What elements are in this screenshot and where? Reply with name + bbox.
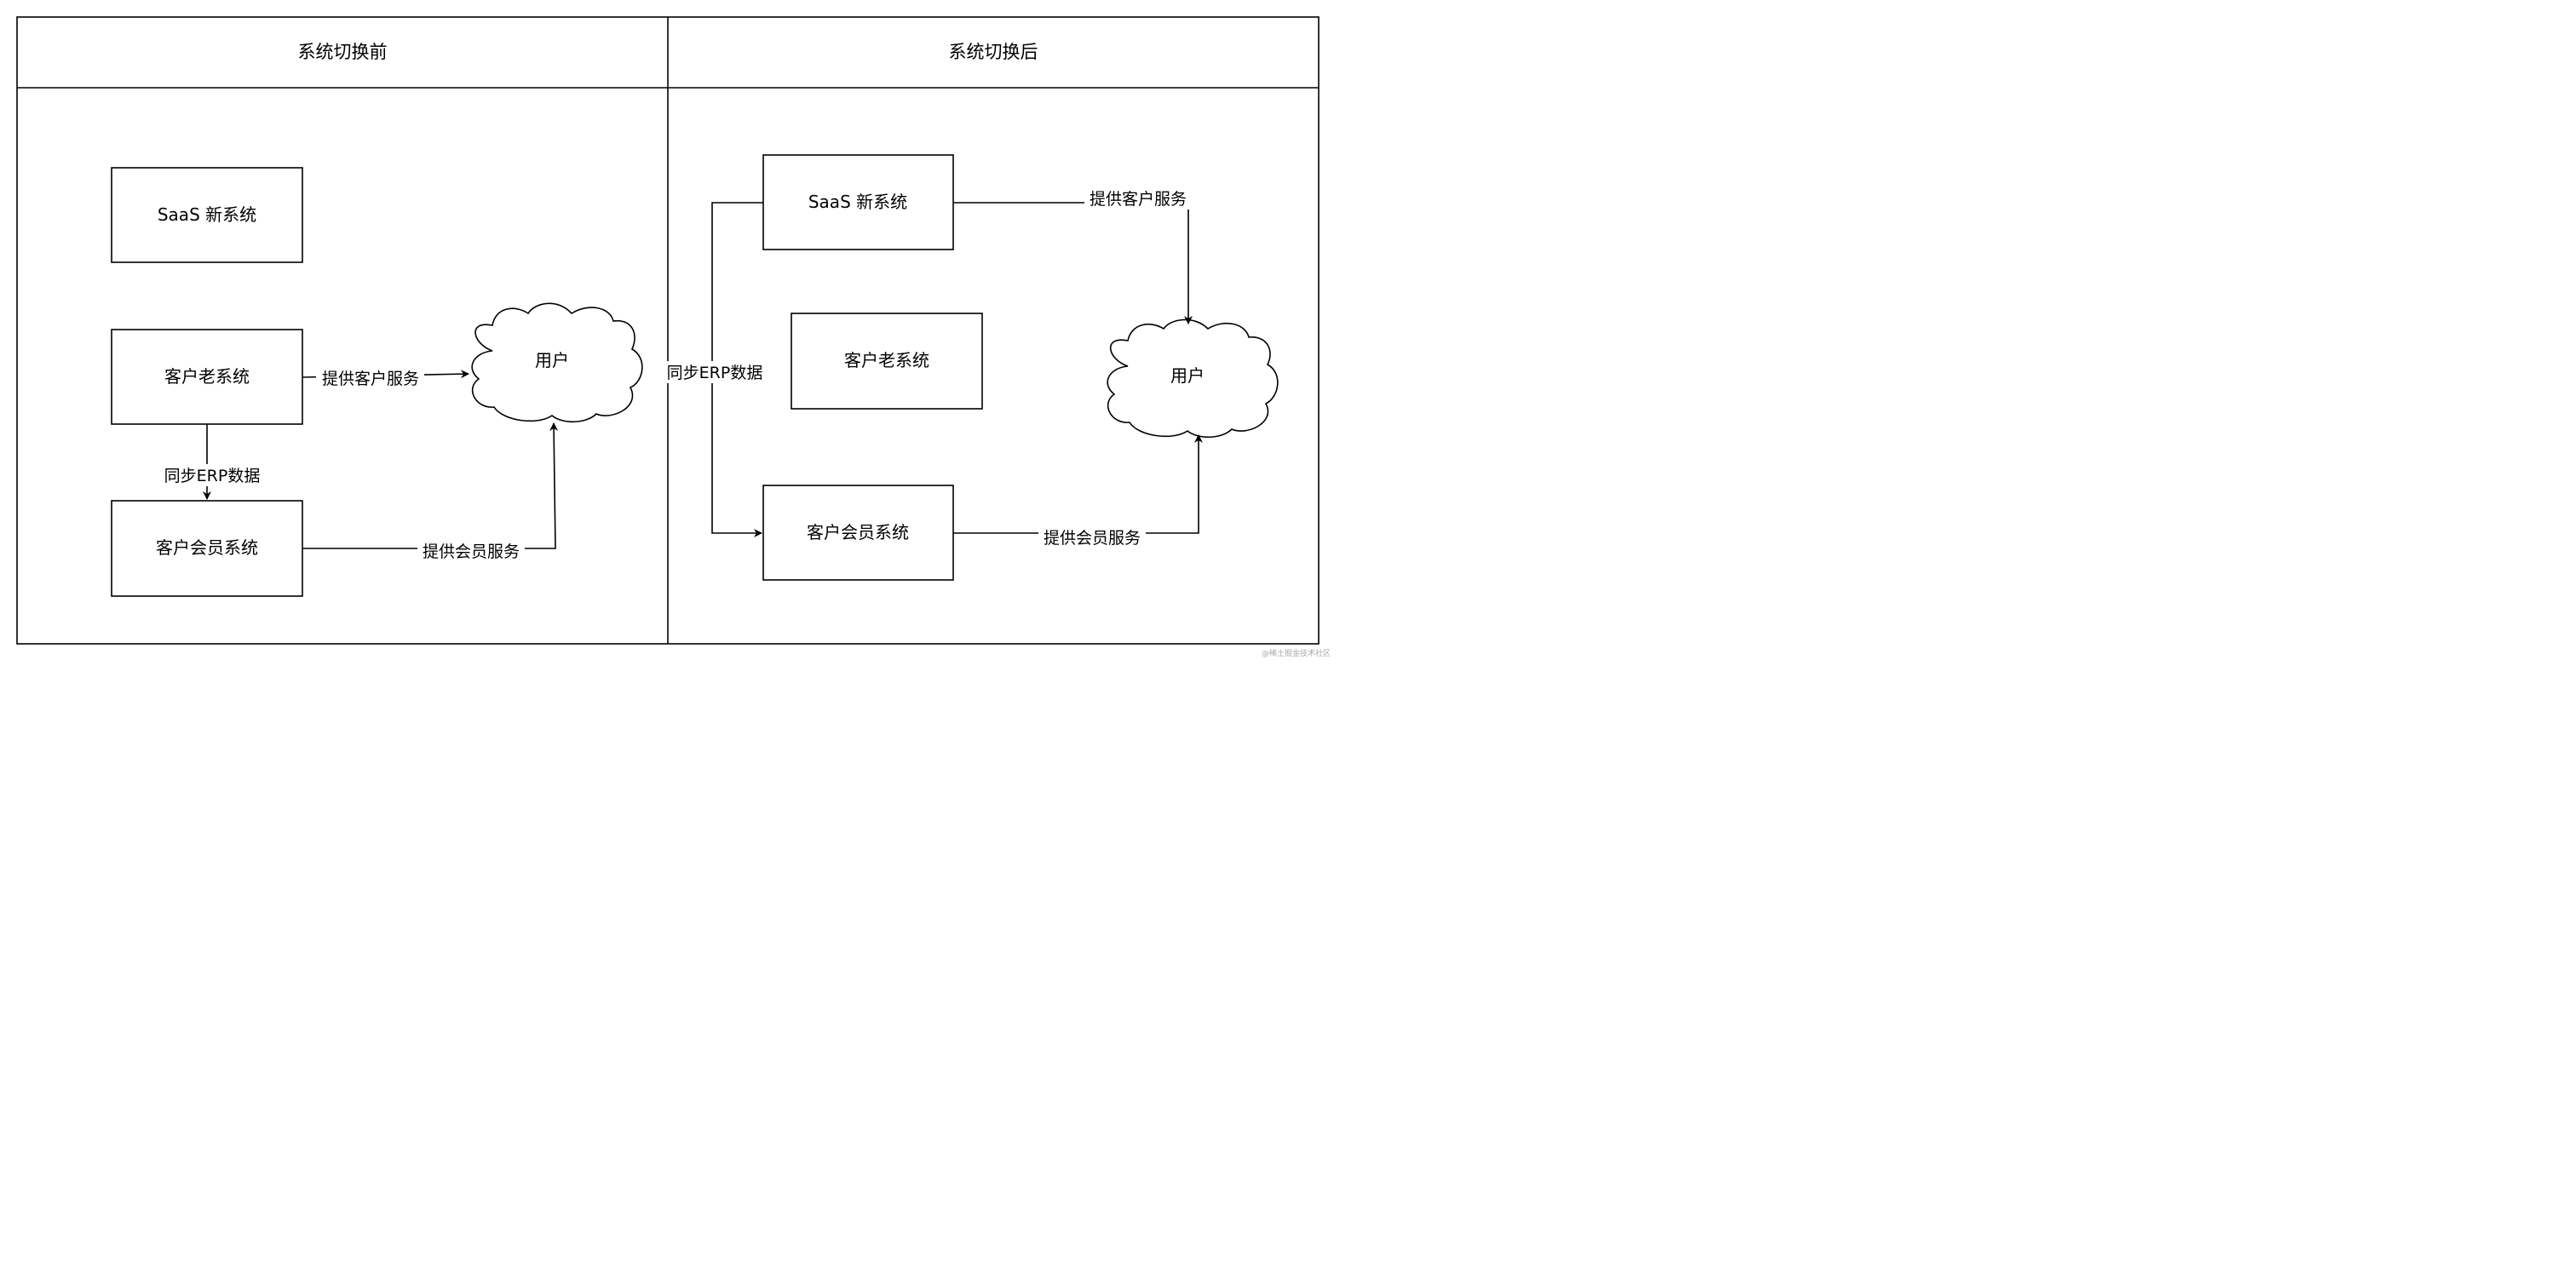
after-user-cloud[interactable]: [1107, 318, 1279, 439]
before-panel: SaaS 新系统 客户老系统 客户会员系统 用户 提供客户服务 同步ERP数据 …: [111, 167, 643, 597]
before-user-label: 用户: [535, 350, 569, 370]
after-old-system-box[interactable]: [791, 313, 983, 410]
after-edge-sync-erp-label: 同步ERP数据: [667, 364, 763, 382]
after-user-label: 用户: [1170, 365, 1205, 386]
before-member-system-box[interactable]: [111, 500, 303, 597]
before-edge-member-service: [302, 422, 559, 549]
before-edge-member-service-label: 提供会员服务: [423, 542, 520, 561]
after-edge-member-service: [953, 434, 1203, 534]
before-edge-customer-service-label: 提供客户服务: [322, 370, 419, 388]
watermark: @稀土掘金技术社区: [1262, 648, 1331, 658]
before-user-cloud[interactable]: [471, 302, 643, 423]
after-member-system-box[interactable]: [762, 485, 954, 581]
after-old-system-label: 客户老系统: [844, 350, 929, 370]
panel-title-after: 系统切换后: [949, 42, 1038, 62]
before-saas-label: SaaS 新系统: [158, 204, 256, 225]
after-panel: SaaS 新系统 客户老系统 客户会员系统 用户 提供客户服务 同步ERP数据 …: [661, 154, 1279, 581]
after-edge-customer-service: [953, 202, 1193, 324]
after-edge-member-service-label: 提供会员服务: [1044, 529, 1141, 548]
before-saas-box[interactable]: [111, 167, 303, 263]
after-saas-label: SaaS 新系统: [808, 192, 907, 212]
before-member-system-label: 客户会员系统: [156, 537, 258, 558]
after-member-system-label: 客户会员系统: [807, 522, 909, 542]
diagram-canvas: 系统切换前 系统切换后 SaaS 新系统 客户老系统 客户会员系统 用户 提供客…: [16, 16, 1331, 658]
before-edge-sync-erp-label: 同步ERP数据: [164, 467, 261, 485]
after-edge-customer-service-label: 提供客户服务: [1090, 190, 1187, 209]
panel-title-before: 系统切换前: [298, 42, 388, 62]
before-old-system-label: 客户老系统: [164, 366, 250, 387]
